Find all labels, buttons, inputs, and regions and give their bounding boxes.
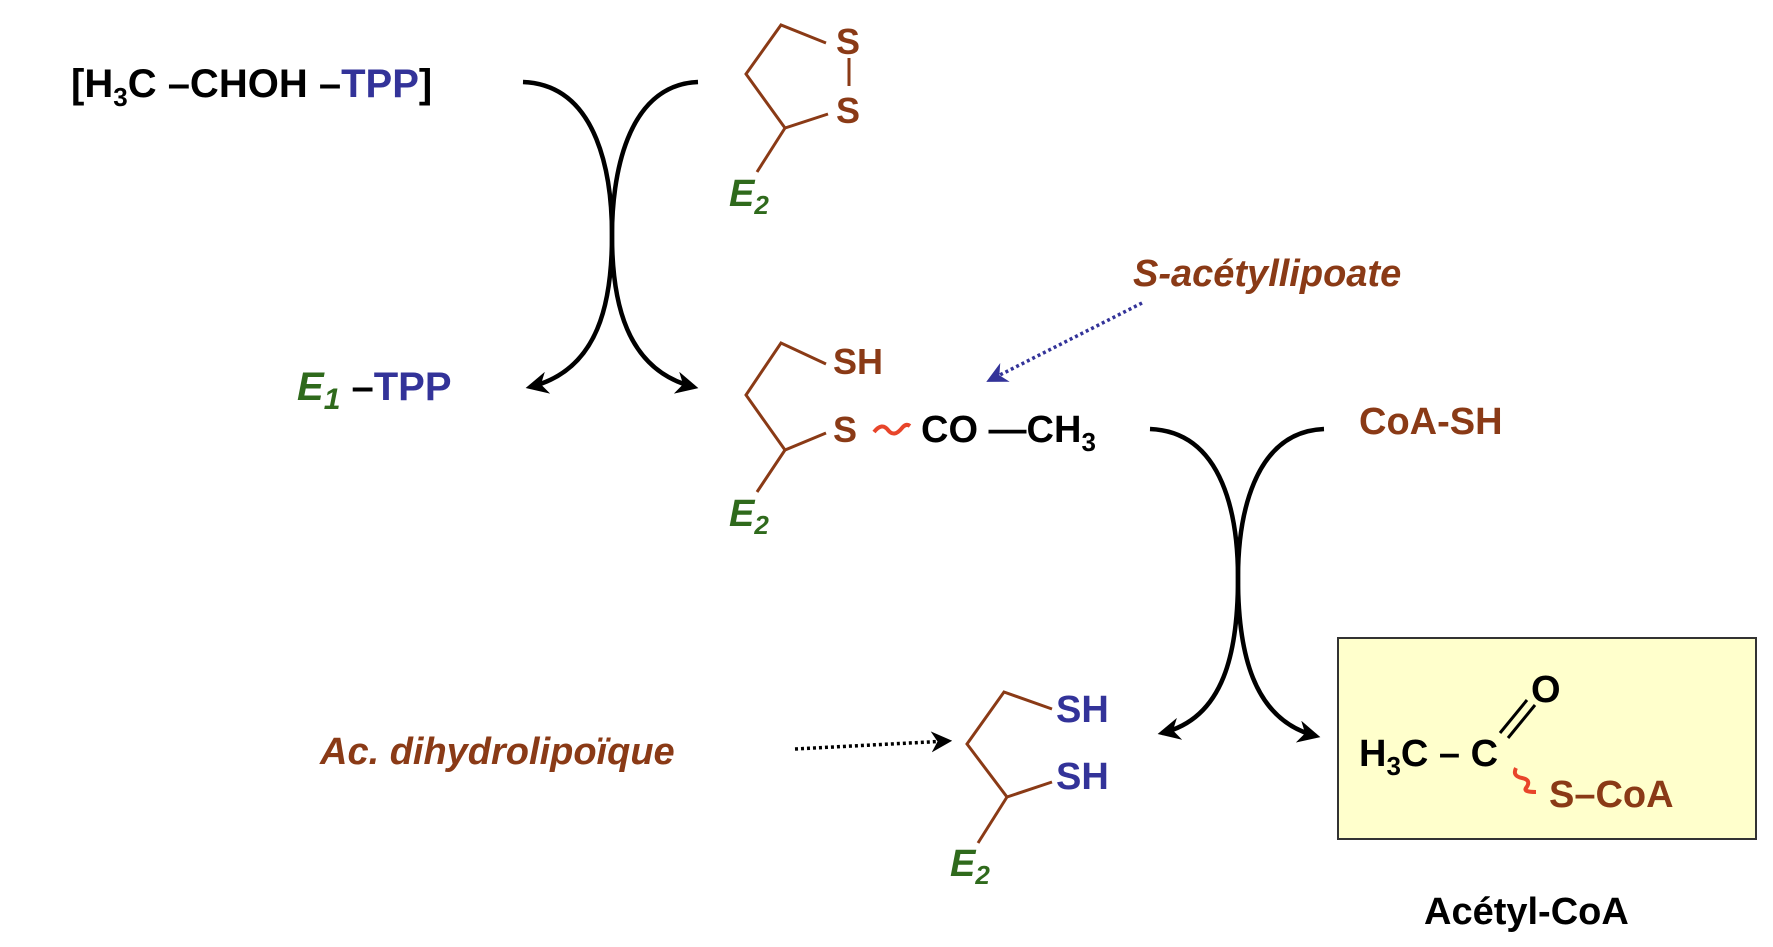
lipoate-chain-bonds: [965, 690, 1053, 799]
reaction-arrow-to-acetyl-coa: [1235, 426, 1325, 743]
oxidized-lipoamide: S S E2: [729, 21, 860, 220]
high-energy-bond-wave: [872, 422, 912, 436]
enzyme-e2-label: E2: [729, 173, 769, 220]
dotted-pointer-arrow: [794, 731, 953, 753]
s-acetyllipoate-label: S-acétyllipoate: [1133, 253, 1401, 295]
coa-sh-label: CoA-SH: [1359, 401, 1503, 443]
oxygen-atom: O: [1531, 669, 1561, 711]
enzyme-link-bond: [976, 796, 1009, 844]
dihydrolipoic-acid-label: Ac. dihydrolipoïque: [319, 731, 675, 773]
acetyl-dihydrolipoamide: SH S CO —CH3 E2: [729, 341, 1096, 540]
enzyme-e2-label: E2: [950, 843, 990, 890]
lipoate-chain-bonds: [744, 341, 827, 452]
reaction-arrow-to-dihydrolipoamide: [1149, 426, 1241, 740]
high-energy-bond-wave: [1512, 767, 1537, 794]
e1-tpp-label: E1 –TPP: [297, 365, 452, 416]
highlight-box: [1337, 637, 1757, 840]
sulfur-2: S: [836, 90, 860, 131]
double-bond-line-1: [1498, 699, 1529, 734]
thiol-group-2: SH: [1056, 756, 1109, 798]
lipoate-ring-bonds: [744, 23, 829, 130]
acetyl-coa-label: Acétyl-CoA: [1424, 891, 1629, 933]
enzyme-link-bond: [755, 449, 787, 493]
enzyme-e2-label: E2: [729, 493, 769, 540]
reaction-arrow-to-e1-tpp: [522, 79, 615, 394]
reaction-arrow-to-acetyllipoate: [609, 79, 699, 394]
acetyl-group-label: CO —CH3: [921, 409, 1096, 457]
thioester-sulfur: S: [833, 409, 857, 450]
sulfur-1: S: [836, 21, 860, 62]
hydroxyethyl-tpp-label: [H3C –CHOH –TPP]: [71, 62, 432, 112]
double-bond-line-2: [1506, 704, 1537, 739]
s-coa-group: S–CoA: [1549, 774, 1674, 816]
acetyl-coa-structure-box: H3C – C O S–CoA: [1337, 637, 1757, 840]
dotted-pointer-arrow: [986, 301, 1143, 382]
acetyl-carbons: H3C – C: [1359, 733, 1498, 781]
enzyme-link-bond: [755, 127, 787, 173]
dihydrolipoamide: SH SH E2: [950, 689, 1109, 890]
thiol-group-1: SH: [1056, 689, 1109, 731]
thiol-group: SH: [833, 341, 883, 382]
